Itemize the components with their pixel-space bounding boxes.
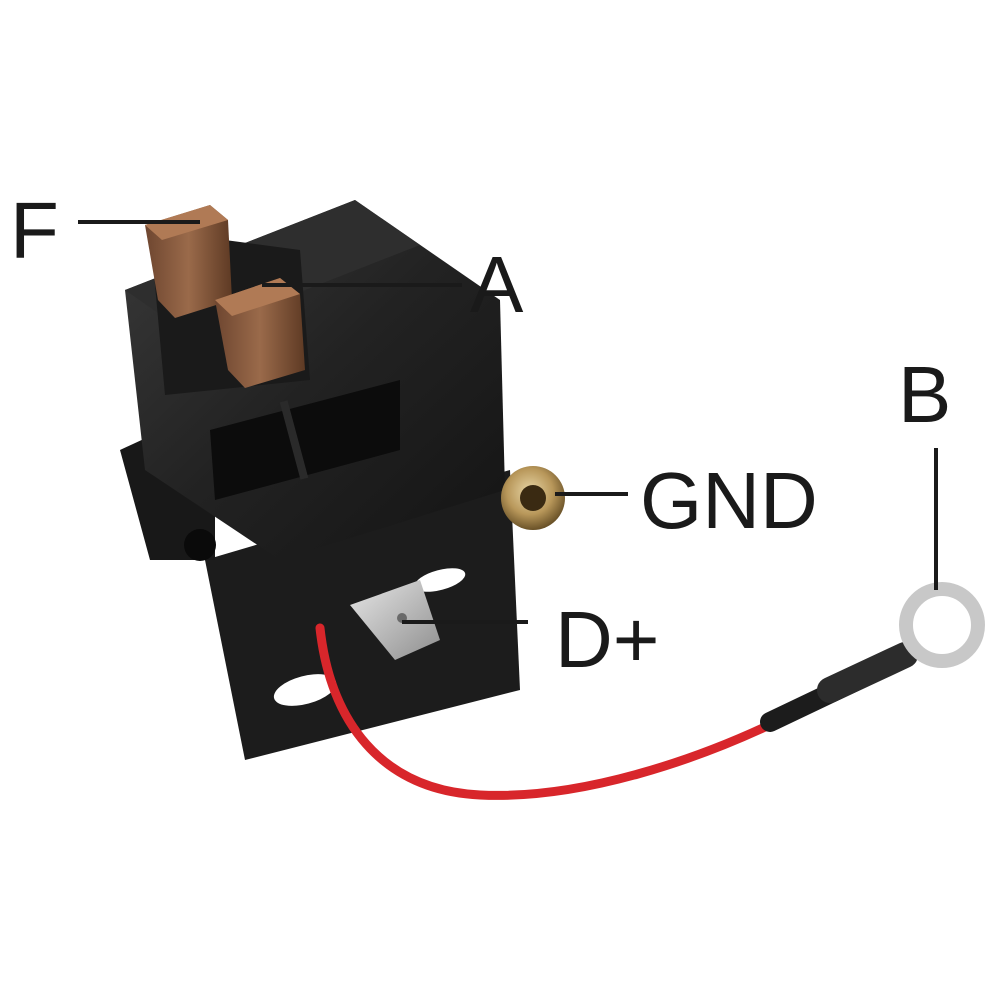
brush-a: [215, 278, 305, 388]
label-gnd: GND: [640, 456, 818, 545]
bracket-slot-left: [273, 674, 337, 706]
recess-divider: [279, 400, 309, 480]
label-a: A: [470, 240, 524, 329]
terminal-labels: F A B GND D+: [10, 186, 951, 684]
leader-lines: [78, 220, 938, 624]
ground-eyelet: [501, 466, 565, 530]
mounting-hole-icon: [184, 529, 216, 561]
b-lead-wire: [315, 582, 985, 800]
label-f: F: [10, 186, 59, 275]
red-wire: [315, 623, 795, 800]
ring-terminal-icon: [899, 582, 985, 668]
label-b: B: [898, 350, 951, 439]
bracket-slot-right: [414, 568, 466, 592]
spade-terminal-icon: [350, 580, 440, 660]
connector-recess: [210, 380, 400, 500]
label-d-plus: D+: [555, 595, 660, 684]
